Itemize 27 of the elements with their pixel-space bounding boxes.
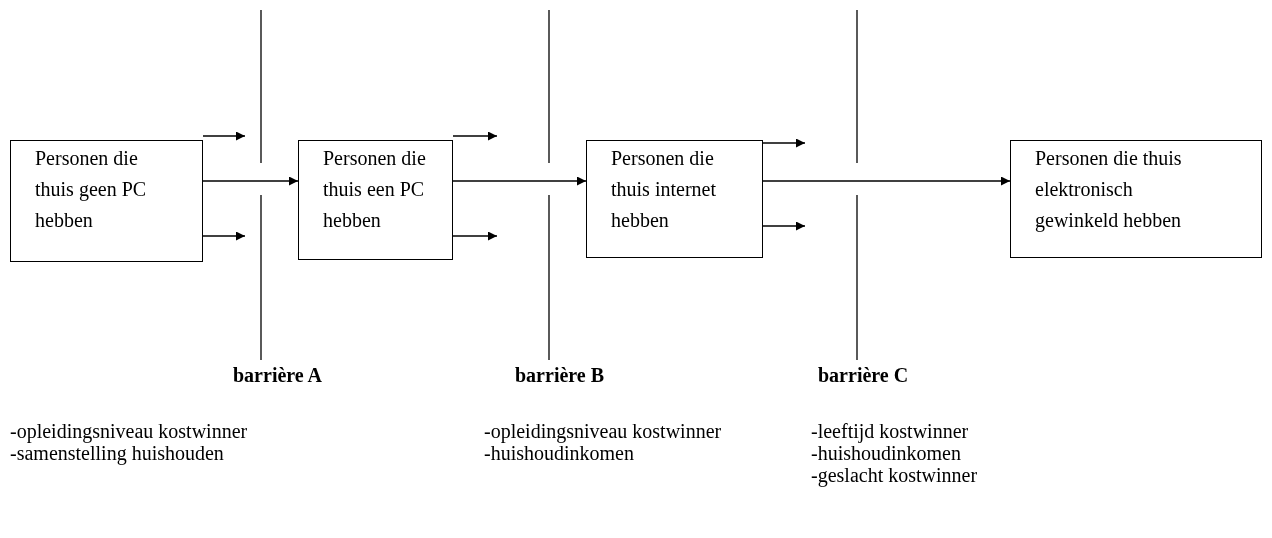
- process-box: [1010, 140, 1262, 258]
- arrow: [762, 176, 1011, 186]
- arrow: [762, 221, 806, 231]
- arrow: [452, 131, 498, 141]
- arrow: [202, 231, 246, 241]
- process-box: [10, 140, 203, 262]
- factor-text: -opleidingsniveau kostwinner: [10, 420, 248, 442]
- factor-text: -samenstelling huishouden: [10, 442, 224, 464]
- barrier-label: barrière C: [818, 364, 909, 386]
- barrier-label: barrière B: [515, 364, 605, 386]
- arrow: [202, 131, 246, 141]
- factor-text: -huishoudinkomen: [484, 442, 634, 464]
- box-text: Personen die thuis internet hebben: [611, 146, 717, 233]
- process-box: [586, 140, 763, 258]
- box-text: Personen die thuis een PC hebben: [323, 146, 427, 233]
- factor-text: -leeftijd kostwinner: [811, 420, 969, 442]
- factor-text: -geslacht kostwinner: [811, 464, 978, 486]
- box-text: Personen die thuis elektronisch gewinkeld hebben: [1035, 146, 1183, 234]
- arrow: [452, 231, 498, 241]
- process-box: [298, 140, 453, 260]
- barrier-label: barrière A: [233, 364, 323, 386]
- box-text: Personen die thuis geen PC hebben: [35, 146, 148, 233]
- arrow: [762, 138, 806, 148]
- factor-text: -huishoudinkomen: [811, 442, 961, 464]
- arrow: [452, 176, 587, 186]
- factor-text: -opleidingsniveau kostwinner: [484, 420, 722, 442]
- arrow: [202, 176, 299, 186]
